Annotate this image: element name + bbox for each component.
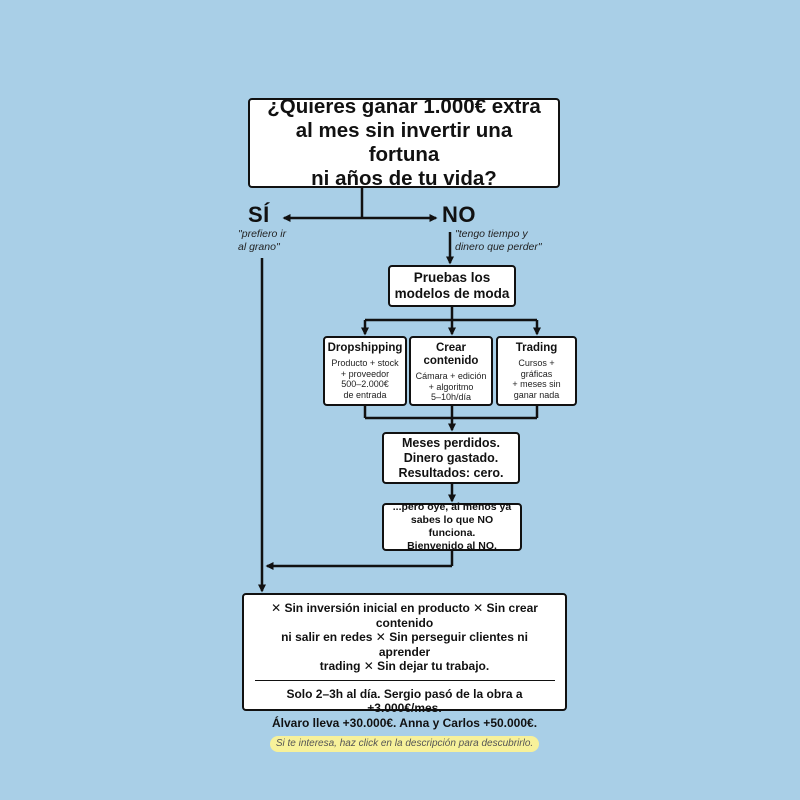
model-crear-desc-3: 5–10h/día <box>430 392 472 402</box>
meses-line-3: Resultados: cero. <box>398 465 504 480</box>
model-dropshipping-desc-2: + proveedor <box>340 368 390 379</box>
pero-oye-box: ...pero oye, al menos ya sabes lo que NO… <box>382 501 522 552</box>
meses-perdidos-box: Meses perdidos. Dinero gastado. Resultad… <box>382 432 520 484</box>
pruebas-box: Pruebas los modelos de moda <box>388 265 516 307</box>
pero-line-2: sabes lo que NO funciona. <box>410 514 494 539</box>
results-line-1: Solo 2–3h al día. Sergio pasó de la obra… <box>286 686 523 716</box>
question-line-1: ¿Quieres ganar 1.000€ extra <box>267 95 541 118</box>
model-trading-desc-3: + meses sin <box>512 379 561 389</box>
model-dropshipping-desc-4: de entrada <box>343 389 387 400</box>
yes-label: SÍ <box>248 202 270 227</box>
no-quote-line-1: "tengo tiempo y <box>455 228 528 240</box>
final-box: ✕ Sin inversión inicial en producto ✕ Si… <box>242 593 567 752</box>
benefits-line-2: ni salir en redes ✕ Sin perseguir client… <box>281 630 528 659</box>
no-quote: "tengo tiempo y dinero que perder" <box>455 228 555 253</box>
model-crear-title-2: contenido <box>423 355 479 367</box>
no-quote-line-2: dinero que perder" <box>455 240 542 253</box>
benefits-line-1: ✕ Sin inversión inicial en producto ✕ Si… <box>271 601 538 630</box>
pruebas-line-1: Pruebas los <box>413 270 491 285</box>
yes-quote-line-2: al grano" <box>238 240 280 253</box>
benefits-line-3: trading ✕ Sin dejar tu trabajo. <box>319 659 490 673</box>
model-trading-desc-1: Cursos + <box>518 358 555 368</box>
pruebas-line-2: modelos de moda <box>394 286 510 301</box>
pero-line-3: Bienvenido al NO. <box>407 540 497 552</box>
question-box: ¿Quieres ganar 1.000€ extra al mes sin i… <box>248 95 560 190</box>
question-line-3: ni años de tu vida? <box>311 167 497 190</box>
model-crear-title-1: Crear <box>435 342 467 354</box>
model-dropshipping-desc-3: 500–2.000€ <box>341 379 389 389</box>
meses-line-2: Dinero gastado. <box>403 450 499 465</box>
model-crear-contenido-box: Crear contenido Cámara + edición + algor… <box>409 336 493 406</box>
model-crear-desc-1: Cámara + edición <box>415 371 487 381</box>
model-dropshipping-title: Dropshipping <box>327 342 403 354</box>
results-line-2: Álvaro lleva +30.000€. Anna y Carlos +50… <box>271 715 538 730</box>
no-label: NO <box>442 202 476 227</box>
model-trading-title: Trading <box>515 342 558 354</box>
model-trading-desc-2: gráficas <box>520 368 553 379</box>
meses-line-1: Meses perdidos. <box>402 435 500 450</box>
model-dropshipping-box: Dropshipping Producto + stock + proveedo… <box>323 336 407 406</box>
model-trading-box: Trading Cursos + gráficas + meses sin ga… <box>496 336 577 406</box>
model-crear-desc-2: + algoritmo <box>428 381 474 392</box>
yes-quote-line-1: "prefiero ir <box>238 228 287 240</box>
yes-quote: "prefiero ir al grano" <box>238 228 298 253</box>
question-line-2: al mes sin invertir una fortuna <box>295 119 513 166</box>
final-divider <box>254 679 555 681</box>
pero-line-1: ...pero oye, al menos ya <box>392 501 512 513</box>
model-dropshipping-desc-1: Producto + stock <box>331 358 399 368</box>
model-trading-desc-4: ganar nada <box>513 389 560 400</box>
cta-highlight: Si te interesa, haz click en la descripc… <box>269 736 540 752</box>
